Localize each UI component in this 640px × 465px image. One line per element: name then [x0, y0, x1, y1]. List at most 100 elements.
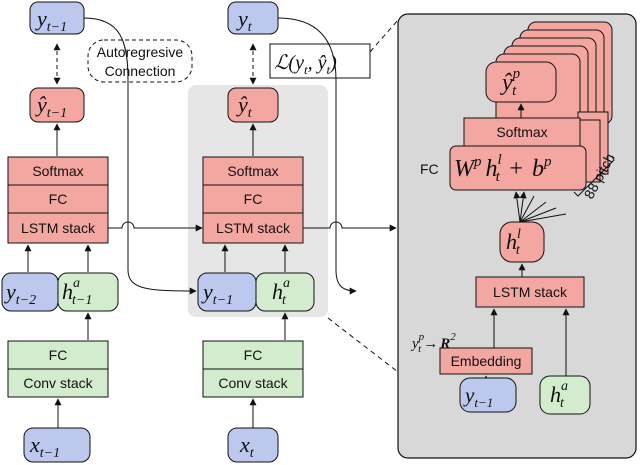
sup-text: p: [512, 66, 521, 82]
softmax-block-left: [7, 156, 109, 186]
close-paren: ): [329, 52, 337, 74]
sup-text: a: [283, 276, 290, 291]
svg-text:yt−2: yt−2: [4, 279, 36, 308]
h-text: h: [506, 229, 517, 254]
sup-text: 2: [450, 331, 456, 343]
svg-text:ℒ(yt, ŷt): ℒ(yt, ŷt): [274, 52, 337, 77]
zoom-line-bottom: [327, 317, 399, 373]
sub-text: t: [248, 20, 253, 35]
x-text: x: [239, 432, 250, 457]
sub-text: t: [248, 106, 253, 121]
fc-formula-block: [449, 145, 587, 191]
sub-text: t: [418, 343, 422, 355]
node-x-t-minus-1: [23, 427, 91, 463]
sub-text: t: [496, 169, 501, 185]
node-h-a-t-minus-1: [57, 272, 119, 312]
fc-label: FC: [244, 347, 263, 363]
svg-text:ypt→R2: ypt→R2: [410, 331, 456, 355]
w-text: W: [454, 156, 476, 182]
svg-text:ŷt−1: ŷt−1: [35, 92, 67, 121]
loss-text: ℒ(y: [274, 52, 304, 74]
fc-block-mid-bottom: [202, 340, 304, 370]
sub-text: t: [326, 62, 330, 77]
node-x-t: [227, 427, 279, 463]
autoregressive-label-1: Autoregresive: [97, 44, 184, 60]
svg-text:ŷt: ŷt: [236, 92, 253, 121]
svg-text:ŷpt: ŷpt: [500, 66, 521, 99]
arrow-text: →: [423, 336, 438, 352]
y-text: y: [410, 336, 419, 352]
b-text: b: [532, 156, 544, 182]
conv-label: Conv stack: [23, 375, 93, 391]
sub-text: t: [282, 293, 287, 308]
sub-text: t−1: [474, 395, 493, 410]
node-y-t-minus-1-panel: [459, 377, 517, 413]
y-text: y: [4, 279, 16, 304]
h-text: h: [62, 279, 73, 304]
conv-block-left: [7, 368, 109, 398]
svg-text:yt−1: yt−1: [35, 6, 67, 35]
h-text: h: [550, 382, 561, 407]
zoom-line-top: [369, 19, 399, 53]
fc-label: FC: [49, 191, 68, 207]
softmax-block-panel: [463, 117, 581, 147]
sub-text: t−1: [40, 446, 60, 461]
svg-text:yt−1: yt−1: [201, 279, 233, 308]
pitch-bracket: [573, 155, 615, 197]
sup-text: p: [543, 154, 552, 170]
sub-text: t: [304, 62, 308, 77]
yhat-text: ŷ: [316, 52, 327, 74]
r-text: R: [439, 336, 450, 352]
fc-block-left-bottom: [7, 340, 109, 370]
h-text: h: [272, 279, 283, 304]
autoregressive-label-2: Connection: [105, 63, 176, 79]
sup-text: p: [473, 154, 482, 170]
node-h-a-t: [255, 272, 315, 312]
fc-label: FC: [244, 191, 263, 207]
loss-box: [269, 43, 371, 79]
node-yhat-p-t: [485, 61, 557, 103]
h-text: h: [486, 156, 498, 182]
svg-text:hlt: hlt: [506, 227, 521, 258]
lstm-block-panel: [475, 276, 585, 308]
softmax-label: Softmax: [227, 163, 278, 179]
sup-text: a: [561, 379, 568, 394]
embedding-label: Embedding: [451, 353, 522, 369]
svg-text:hat: hat: [272, 276, 290, 308]
node-yhat-t-minus-1: [29, 87, 85, 123]
y-text: y: [463, 383, 475, 407]
y-text: y: [236, 6, 248, 31]
conv-block-mid: [202, 368, 304, 398]
x-text: x: [29, 432, 40, 457]
softmax-label: Softmax: [32, 163, 83, 179]
sub-text: t−1: [213, 293, 233, 308]
yhat-text: ŷ: [500, 70, 513, 96]
sub-text: t: [516, 243, 521, 258]
svg-text:hat−1: ha t−1: [62, 276, 92, 308]
conv-label: Conv stack: [218, 375, 288, 391]
fc-block-mid: [202, 184, 304, 214]
softmax-label: Softmax: [496, 124, 547, 140]
sub-text: t−1: [72, 293, 92, 308]
sub-text: t: [512, 83, 517, 99]
y-text: y: [201, 279, 213, 304]
sub-text: t−1: [47, 106, 67, 121]
sup-text: l: [517, 227, 521, 242]
node-yhat-t: [227, 87, 279, 123]
sub-text: t: [560, 396, 565, 411]
node-y-t-top: [227, 1, 279, 35]
node-h-a-t-panel: [539, 375, 591, 415]
fc-panel-label: FC: [420, 161, 439, 177]
comma: ,: [308, 52, 318, 74]
sup-text: a: [73, 276, 80, 291]
lstm-label: LSTM stack: [216, 220, 291, 236]
y-text: y: [35, 6, 47, 31]
svg-text:xt: xt: [239, 432, 255, 461]
autoregressive-connection-mid: [277, 17, 357, 295]
autoregressive-connection: [83, 17, 197, 295]
node-h-l-t: [499, 221, 545, 263]
fc-block-left: [7, 184, 109, 214]
fc-label: FC: [49, 347, 68, 363]
